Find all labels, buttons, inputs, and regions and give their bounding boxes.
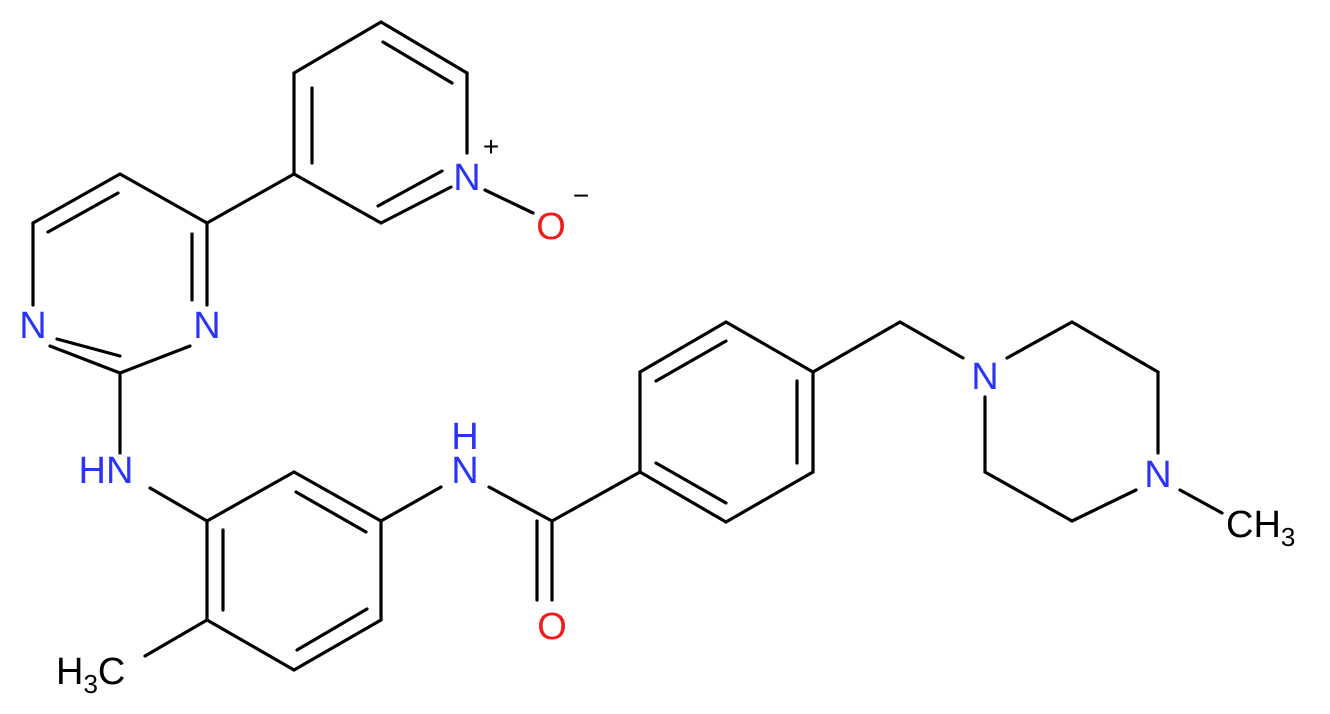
- piperazine-nitrogen-4-label: N: [1144, 454, 1171, 496]
- amide-nitrogen-label: N: [451, 450, 478, 492]
- bond: [1005, 320, 1074, 360]
- pyridine-nitrogen-charge: +: [483, 131, 499, 162]
- n-methyl-label: CH3: [1226, 504, 1295, 552]
- aryl-methyl-label: H3C: [56, 651, 125, 699]
- bond: [295, 607, 369, 652]
- bond: [118, 172, 209, 225]
- bond: [55, 337, 122, 358]
- bond: [205, 618, 296, 672]
- carbonyl-oxygen-label: O: [537, 606, 567, 648]
- bond: [376, 169, 444, 208]
- bond: [654, 339, 728, 383]
- bond: [205, 172, 296, 225]
- bond: [143, 618, 209, 658]
- bond: [724, 320, 815, 374]
- bond: [1070, 488, 1138, 523]
- bond: [898, 320, 965, 360]
- bond: [292, 20, 383, 75]
- oxide-oxygen-charge: −: [573, 180, 589, 211]
- bond: [487, 485, 554, 523]
- bond: [48, 344, 122, 375]
- bond: [292, 618, 383, 672]
- bond: [379, 485, 443, 523]
- bond: [292, 470, 383, 523]
- oxide-oxygen-label: O: [536, 206, 566, 248]
- pyridine-nitrogen-label: N: [453, 157, 480, 199]
- bond: [381, 40, 454, 85]
- bond: [638, 320, 728, 374]
- bond: [205, 470, 296, 523]
- bond: [811, 320, 902, 374]
- amide-hydrogen-label: H: [451, 416, 478, 458]
- piperazine-nitrogen-1-label: N: [971, 356, 998, 398]
- bond: [118, 344, 192, 375]
- bond: [31, 172, 122, 225]
- bond: [379, 185, 453, 225]
- bond: [379, 20, 469, 75]
- bond: [983, 470, 1074, 523]
- bond: [654, 461, 728, 505]
- bond: [292, 172, 383, 225]
- bond: [483, 188, 535, 215]
- bond: [638, 470, 728, 524]
- amine-nh-label: HN: [79, 450, 134, 492]
- bond: [1178, 488, 1224, 515]
- bond: [294, 490, 368, 534]
- pyrimidine-nitrogen-1-label: N: [19, 305, 46, 347]
- bond: [550, 470, 642, 523]
- pyrimidine-nitrogen-3-label: N: [193, 305, 220, 347]
- bond: [46, 191, 120, 234]
- bond: [1070, 320, 1160, 374]
- bond: [148, 486, 209, 523]
- bond: [724, 470, 815, 524]
- bond-lines: [31, 20, 1224, 672]
